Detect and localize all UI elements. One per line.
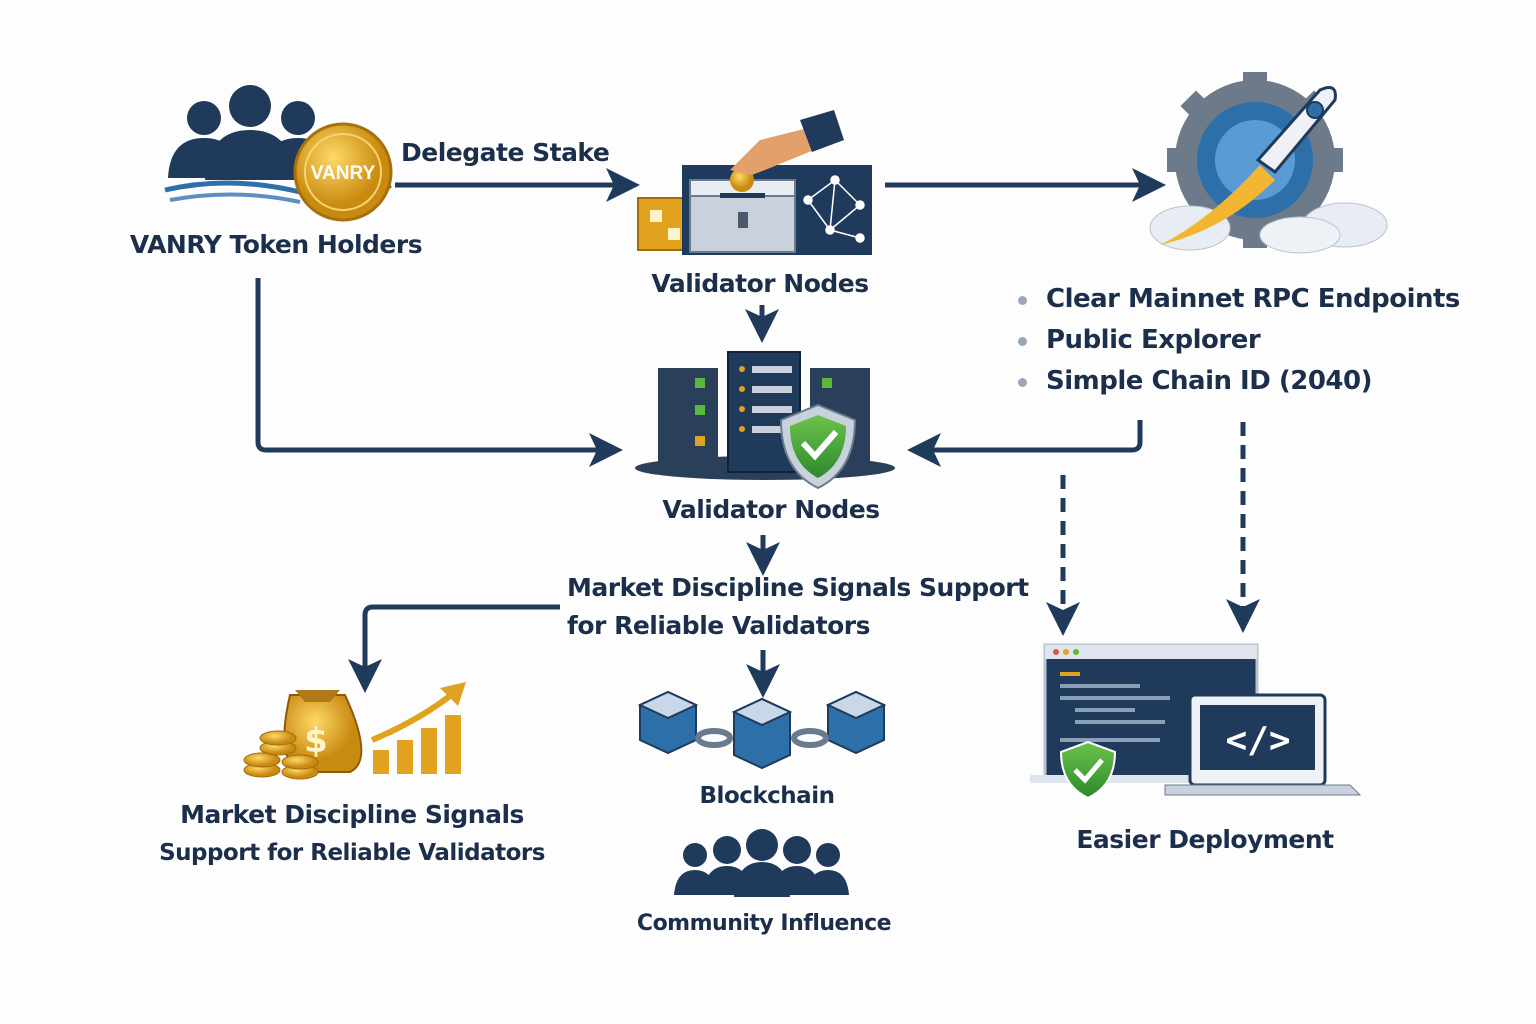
label-signals-line1: Market Discipline Signals Support: [567, 573, 1029, 602]
arrow-features-to-validators: [907, 420, 1143, 467]
deploy-shield-check-icon: [1059, 740, 1117, 800]
label-signals-line2: for Reliable Validators: [567, 611, 871, 640]
rocket-gear-icon: [1149, 72, 1388, 254]
money-bag-growth-icon: $: [243, 682, 466, 780]
label-market-line1: Market Discipline Signals: [180, 800, 524, 829]
vanry-coin-icon: VANRY: [293, 122, 393, 222]
server-validator-icon: [635, 351, 895, 490]
blockchain-cubes-icon: [637, 690, 887, 770]
community-people-icon: [674, 829, 849, 897]
ballot-box-validator-icon: [637, 110, 872, 255]
label-validator-nodes: Validator Nodes: [662, 495, 880, 524]
label-token-holders: VANRY Token Holders: [129, 230, 423, 259]
connectors: [255, 168, 1260, 698]
coin-label: VANRY: [311, 163, 376, 184]
code-glyph: </>: [1225, 720, 1290, 761]
feature-public-explorer: Public Explorer: [1017, 325, 1261, 355]
label-validator-nodes-top: Validator Nodes: [651, 269, 869, 298]
token-holders-icon: VANRY: [164, 85, 393, 222]
svg-text:$: $: [304, 721, 328, 761]
shield-check-icon: [779, 403, 857, 490]
arrow-holders-to-validators: [255, 278, 623, 467]
feature-rpc-endpoints: Clear Mainnet RPC Endpoints: [1018, 284, 1460, 314]
label-community-influence: Community Influence: [636, 911, 892, 936]
label-delegate-stake: Delegate Stake: [401, 138, 610, 167]
label-blockchain: Blockchain: [699, 783, 835, 809]
label-market-line2: Support for Reliable Validators: [159, 840, 545, 866]
arrow-signals-to-market: [348, 604, 560, 693]
label-easier-deployment: Easier Deployment: [1076, 825, 1334, 854]
deployment-monitor-icon: </>: [1030, 643, 1362, 800]
feature-chain-id: Simple Chain ID (2040): [1018, 366, 1372, 396]
